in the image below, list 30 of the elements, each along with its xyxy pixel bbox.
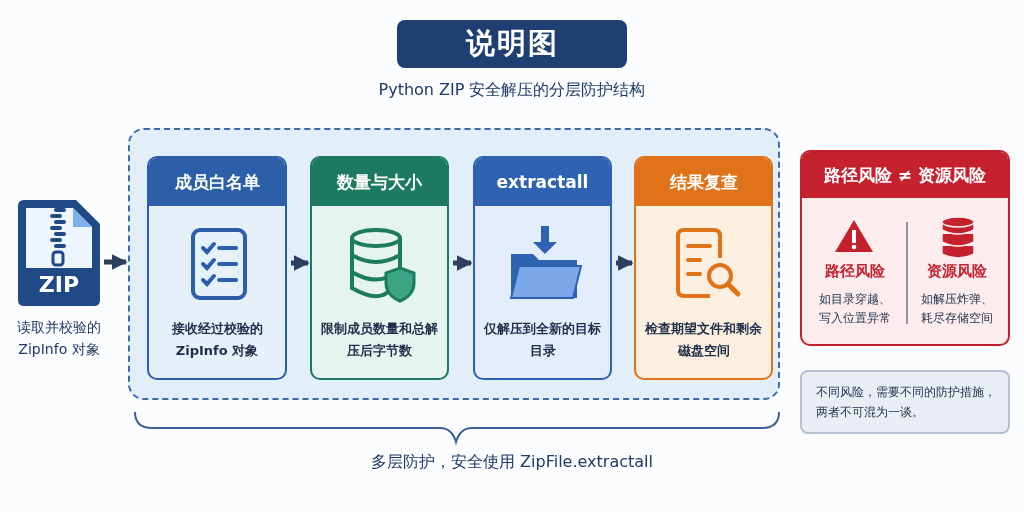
note-box — [800, 370, 1010, 434]
note-text: 不同风险，需要不同的防护措施，两者不可混为一谈。 — [816, 384, 997, 421]
arrow — [453, 255, 473, 271]
card-header: 结果复查 — [636, 158, 771, 206]
step-card — [310, 156, 449, 380]
arrow — [104, 254, 128, 270]
subtitle: Python ZIP 安全解压的分层防护结构 — [377, 80, 647, 101]
risk-description: 如目录穿越、写入位置异常 — [818, 291, 892, 327]
risk-heading: 路径风险 — [824, 262, 886, 281]
risk-card — [800, 150, 1010, 346]
title-banner: 说明图 — [397, 20, 627, 68]
card-header: 路径风险 ≠ 资源风险 — [802, 152, 1008, 198]
file-type-label: ZIP — [37, 272, 81, 297]
card-description: 仅解压到全新的目标目录 — [482, 320, 602, 360]
card-header: 数量与大小 — [312, 158, 447, 206]
risk-description: 如解压炸弹、耗尽存储空间 — [920, 291, 994, 327]
caption: 多层防护，安全使用 ZipFile.extractall — [370, 452, 654, 473]
card-description: 限制成员数量和总解压后字节数 — [320, 320, 439, 360]
arrow — [291, 255, 310, 271]
card-header: extractall — [475, 158, 610, 206]
risk-heading: 资源风险 — [926, 262, 988, 281]
step-card — [634, 156, 773, 380]
step-card — [473, 156, 612, 380]
dashed-group-box — [128, 128, 780, 400]
icon-caption: 读取并校验的ZipInfo 对象 — [16, 318, 102, 359]
step-card — [147, 156, 287, 380]
arrow — [616, 255, 634, 271]
card-header: 成员白名单 — [149, 158, 285, 206]
card-description: 检查期望文件和剩余磁盘空间 — [643, 320, 763, 360]
card-description: 接收经过校验的ZipInfo 对象 — [170, 320, 264, 360]
